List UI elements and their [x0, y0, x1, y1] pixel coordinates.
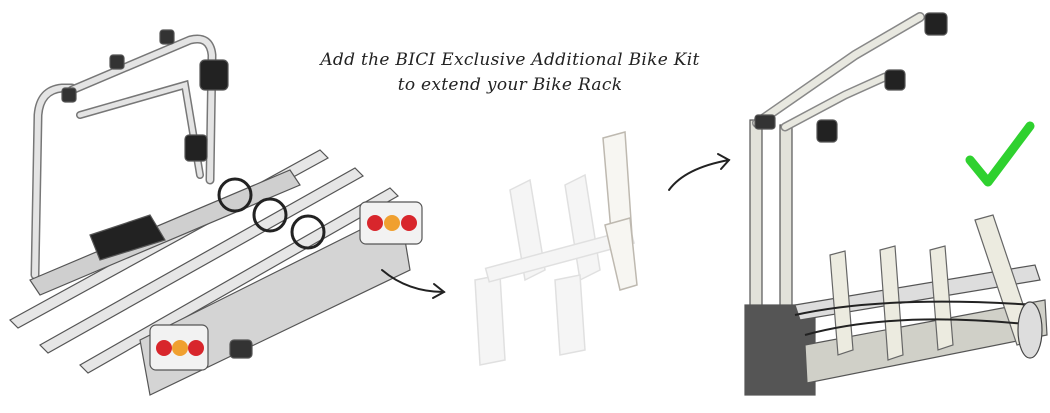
bike-rack-two-bikes [9, 29, 423, 396]
check-mark-icon [965, 121, 1035, 187]
arrow-right-icon [668, 153, 731, 191]
caption-line-2: to extend your Bike Rack [397, 75, 623, 95]
additional-bike-kit [474, 131, 638, 366]
extended-bike-rack [744, 12, 1048, 396]
caption: Add the BICI Exclusive Additional Bike K… [290, 48, 730, 98]
arrow-right-icon [381, 269, 446, 299]
caption-line-1: Add the BICI Exclusive Additional Bike K… [320, 50, 700, 70]
